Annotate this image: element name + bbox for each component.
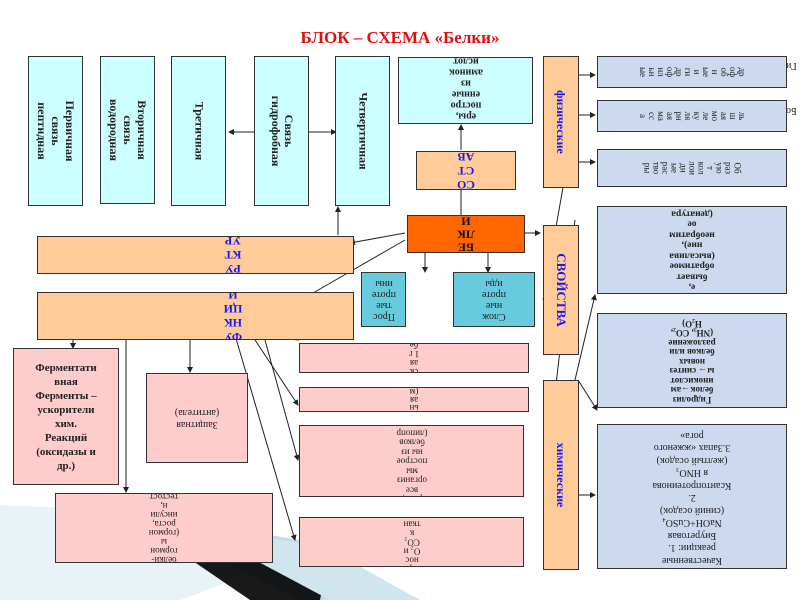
composition-text: СО СТ АВ	[457, 151, 475, 190]
function-protective: Защитная (антитела)	[146, 373, 248, 463]
simple-proteins-text: Прос тые проте ины	[371, 277, 396, 322]
chemical-property-precipitation: Осаждени е, бывает обратимое (высалива н…	[597, 206, 787, 294]
function-transport-text: Тран спор тная пере нос O₂ и CO₂ к ткан …	[403, 518, 420, 566]
function-regulatory: Регулят орная белки- гормон ы (гормон ро…	[55, 493, 273, 563]
structure-level-quaternary: Четвертичная	[335, 56, 390, 206]
physical-property-3-text: Об раз ую т кол лои дн ые рас тво ры	[642, 161, 743, 175]
physical-property-2: ль ш ая мо ле ку ля рн ая ма сс а	[597, 100, 787, 132]
physical-cut-label-1: Ги	[786, 60, 797, 71]
proteins-central-text: БЕ ЛК И	[457, 215, 475, 253]
properties-box: СВОЙСТВА	[543, 225, 579, 355]
functions-text: ФУ НК ЦИ И	[223, 292, 243, 340]
polymers-box: Полим еры, постро енные из аминок ислот	[398, 57, 533, 124]
function-protective-text: Защитная (антитела)	[174, 407, 220, 430]
properties-text: СВОЙСТВА	[554, 253, 569, 327]
chemical-property-qualitative: Качественные реакции: 1. Биуретовая NaOH…	[597, 424, 787, 569]
structure-level-primary-text: Первичная связь пептидная	[34, 100, 77, 162]
structure-level-tertiary: Третичная	[171, 56, 226, 206]
structure-text: СТ РУ КТ УР А	[224, 236, 242, 274]
polymers-text: Полим еры, постро енные из аминок ислот	[448, 57, 483, 123]
function-enzymatic: Ферментати вная Ферменты – ускорители хи…	[13, 348, 119, 485]
proteins-central-box: БЕ ЛК И	[407, 215, 525, 253]
physical-property-2-text: ль ш ая мо ле ку ля рн ая ма сс а	[638, 110, 747, 122]
physical-property-1: др оф об н ые и ги др оф ил ьн ые	[597, 56, 787, 88]
structure-bond-hydrophobic-text: Связь гидрофобная	[268, 95, 296, 167]
chemical-property-precipitation-text: Осаждени е, бывает обратимое (высалива н…	[669, 207, 715, 293]
structure-bond-hydrophobic: Связь гидрофобная	[254, 56, 309, 206]
simple-proteins-box: Прос тые проте ины	[361, 272, 406, 327]
function-regulatory-text: Регулят орная белки- гормон ы (гормон ро…	[148, 493, 180, 563]
structure-level-primary: Первичная связь пептидная	[28, 56, 83, 206]
physical-text: физические	[554, 90, 568, 154]
composition-box: СО СТ АВ	[416, 151, 516, 190]
functions-box: ФУ НК ЦИ И	[37, 292, 354, 340]
chemical-text: химические	[554, 442, 568, 508]
physical-property-1-text: др оф об н ые и ги др оф ил ьн ые	[638, 66, 747, 78]
chemical-property-hydrolysis-text: Гидролиз белок→ам инокислот ы→ синтез но…	[668, 318, 716, 405]
physical-cut-label-2: Бо	[786, 105, 797, 116]
function-energy: Эн ер ге ти че ск ая 1 г бе лк а – 17 кД…	[299, 343, 529, 373]
diagram-title: БЛОК – СХЕМА «Белки»	[300, 28, 500, 47]
chemical-box: химические	[543, 380, 579, 570]
structure-level-secondary: Вторичная связь водородная	[100, 56, 155, 204]
physical-property-3: Об раз ую т кол лои дн ые рас тво ры	[597, 149, 787, 187]
structure-level-secondary-text: Вторичная связь водородная	[106, 99, 149, 161]
function-motor: Ст ро ит ел ьн ая (м ыш цы и др.)	[299, 387, 529, 412]
structure-level-tertiary-text: Третичная	[192, 101, 206, 161]
function-motor-text: Ст ро ит ел ьн ая (м ыш цы и др.)	[408, 387, 421, 412]
physical-box: физические	[543, 56, 579, 188]
function-energy-text: Эн ер ге ти че ск ая 1 г бе лк а – 17 кД…	[408, 343, 420, 373]
structure-level-quaternary-text: Четвертичная	[356, 92, 370, 170]
structure-box: СТ РУ КТ УР А	[37, 236, 354, 274]
chemical-property-hydrolysis: Гидролиз белок→ам инокислот ы→ синтез но…	[597, 313, 787, 408]
chemical-property-qualitative-text: Качественные реакции: 1. Биуретовая NaOH…	[652, 429, 732, 566]
complex-proteins-text: Слож ные проте иды	[481, 277, 507, 322]
function-enzymatic-text: Ферментати вная Ферменты – ускорители хи…	[35, 361, 97, 472]
complex-proteins-box: Слож ные проте иды	[453, 272, 535, 327]
function-transport: Тран спор тная пере нос O₂ и CO₂ к ткан …	[299, 517, 524, 567]
